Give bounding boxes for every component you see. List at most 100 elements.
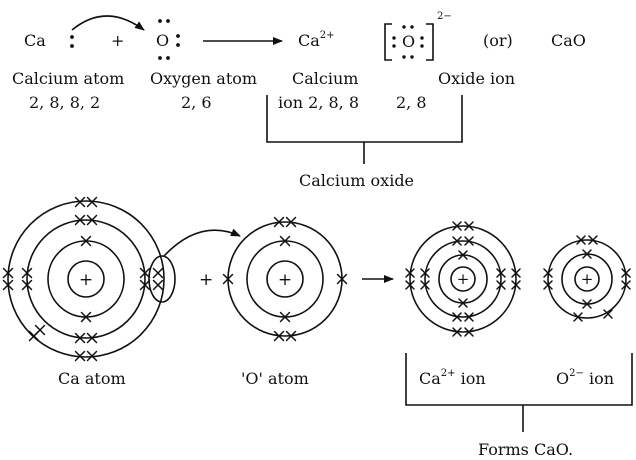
- electron-mark: [464, 236, 474, 246]
- o-ion-electrons: [543, 235, 631, 322]
- calcium-ion-config: ion 2, 8, 8: [278, 93, 359, 112]
- oxide-charge: 2−: [437, 11, 452, 22]
- oxide-electron-dot: [420, 44, 424, 48]
- o-symbol: O: [156, 31, 169, 50]
- equation-plus: +: [111, 31, 124, 50]
- electron-mark: [222, 273, 234, 285]
- electron-mark: [279, 235, 291, 247]
- oxide-ion-config: 2, 8: [396, 93, 427, 112]
- electron-mark: [139, 279, 151, 291]
- ca-electrons: [2, 196, 164, 362]
- o-ion-nucleus: [574, 266, 600, 292]
- electron-mark: [511, 268, 521, 278]
- electron-mark: [573, 312, 583, 322]
- ca-atom-label: Ca atom: [58, 369, 126, 388]
- oxide-electron-dot: [392, 36, 396, 40]
- o-atom-model: +: [222, 216, 348, 342]
- ca-ion-electrons: [405, 221, 521, 337]
- o-electron-dot: [158, 56, 162, 60]
- oxide-electron-dot: [410, 55, 414, 59]
- calcium-oxide-label: Calcium oxide: [299, 171, 414, 190]
- o-ion-label: O2− ion: [556, 368, 614, 388]
- electron-transfer-arrow: [71, 15, 145, 31]
- calcium-atom-label: Calcium atom: [12, 69, 124, 88]
- electron-mark: [458, 250, 468, 260]
- shell-labels: Ca atom 'O' atom Ca2+ ion O2− ion Forms …: [58, 353, 633, 459]
- electron-mark: [405, 280, 415, 290]
- oxide-electron-dot: [392, 44, 396, 48]
- electron-mark: [336, 273, 348, 285]
- ca-valence-dot: [70, 44, 74, 48]
- electron-mark: [582, 249, 592, 259]
- ca-shell-3: [26, 219, 146, 339]
- ca-ion-nucleus: [450, 266, 476, 292]
- product-formula: CaO: [551, 31, 586, 50]
- o-ion-model: +: [543, 235, 631, 322]
- equation-labels: Calcium atom 2, 8, 8, 2 Oxygen atom 2, 6…: [12, 69, 515, 190]
- oxide-bracket-symbol: O: [402, 32, 415, 51]
- electron-mark: [80, 311, 92, 323]
- o-electron-dot: [176, 34, 180, 38]
- electron-mark: [86, 196, 98, 208]
- right-bracket: [426, 23, 434, 61]
- electron-mark: [464, 312, 474, 322]
- electron-mark: [511, 280, 521, 290]
- electron-mark: [21, 279, 33, 291]
- ca-ion-model: +: [405, 221, 521, 337]
- electron-mark: [2, 279, 14, 291]
- electron-mark: [458, 298, 468, 308]
- ca-nucleus-symbol: +: [79, 270, 93, 290]
- left-bracket: [384, 23, 392, 61]
- shell-plus: +: [199, 270, 213, 290]
- oxide-electron-dot: [402, 55, 406, 59]
- or-text: (or): [483, 31, 513, 50]
- forms-cao-brace: [405, 353, 633, 406]
- electron-mark: [464, 221, 474, 231]
- electron-mark: [420, 268, 430, 278]
- electron-dot-equation: Ca + O Ca2+ O 2− (or) CaO: [24, 11, 586, 61]
- oxygen-atom-config: 2, 6: [181, 93, 212, 112]
- electron-transfer-arrow-shell: [163, 228, 241, 257]
- electron-mark: [452, 327, 462, 337]
- electron-mark: [74, 214, 86, 226]
- electron-mark: [152, 279, 164, 291]
- ca-nucleus: [67, 260, 105, 298]
- electron-mark: [86, 332, 98, 344]
- electron-mark: [86, 214, 98, 226]
- electron-mark: [452, 236, 462, 246]
- o-nucleus-symbol: +: [278, 270, 292, 290]
- ca-shell-4: [7, 200, 165, 358]
- electron-mark: [452, 312, 462, 322]
- ca-symbol: Ca: [24, 31, 46, 50]
- electron-mark: [2, 267, 14, 279]
- electron-mark: [21, 267, 33, 279]
- oxide-electron-dot: [420, 36, 424, 40]
- o-ion-shell-2: [547, 239, 627, 319]
- electron-mark: [420, 280, 430, 290]
- electron-mark: [28, 330, 40, 342]
- electron-mark: [273, 330, 285, 342]
- ca-valence-highlight: [148, 255, 176, 303]
- electron-mark: [74, 332, 86, 344]
- electron-mark: [452, 221, 462, 231]
- oxide-ion-label: Oxide ion: [438, 69, 515, 88]
- electron-mark: [279, 311, 291, 323]
- electron-mark: [139, 267, 151, 279]
- electron-mark: [621, 280, 631, 290]
- electron-mark: [405, 268, 415, 278]
- o-ion-nucleus-symbol: +: [581, 270, 594, 288]
- electron-mark: [603, 309, 613, 319]
- o-electron-dot: [158, 19, 162, 23]
- ca-valence-dot: [70, 35, 74, 39]
- electron-mark: [621, 268, 631, 278]
- electron-mark: [543, 280, 553, 290]
- o-nucleus: [266, 260, 304, 298]
- electron-mark: [543, 268, 553, 278]
- o-electrons: [222, 216, 348, 342]
- electron-mark: [496, 268, 506, 278]
- calcium-atom-config: 2, 8, 8, 2: [29, 93, 100, 112]
- electron-mark: [86, 350, 98, 362]
- ca-ion-label: Ca2+ ion: [419, 368, 486, 388]
